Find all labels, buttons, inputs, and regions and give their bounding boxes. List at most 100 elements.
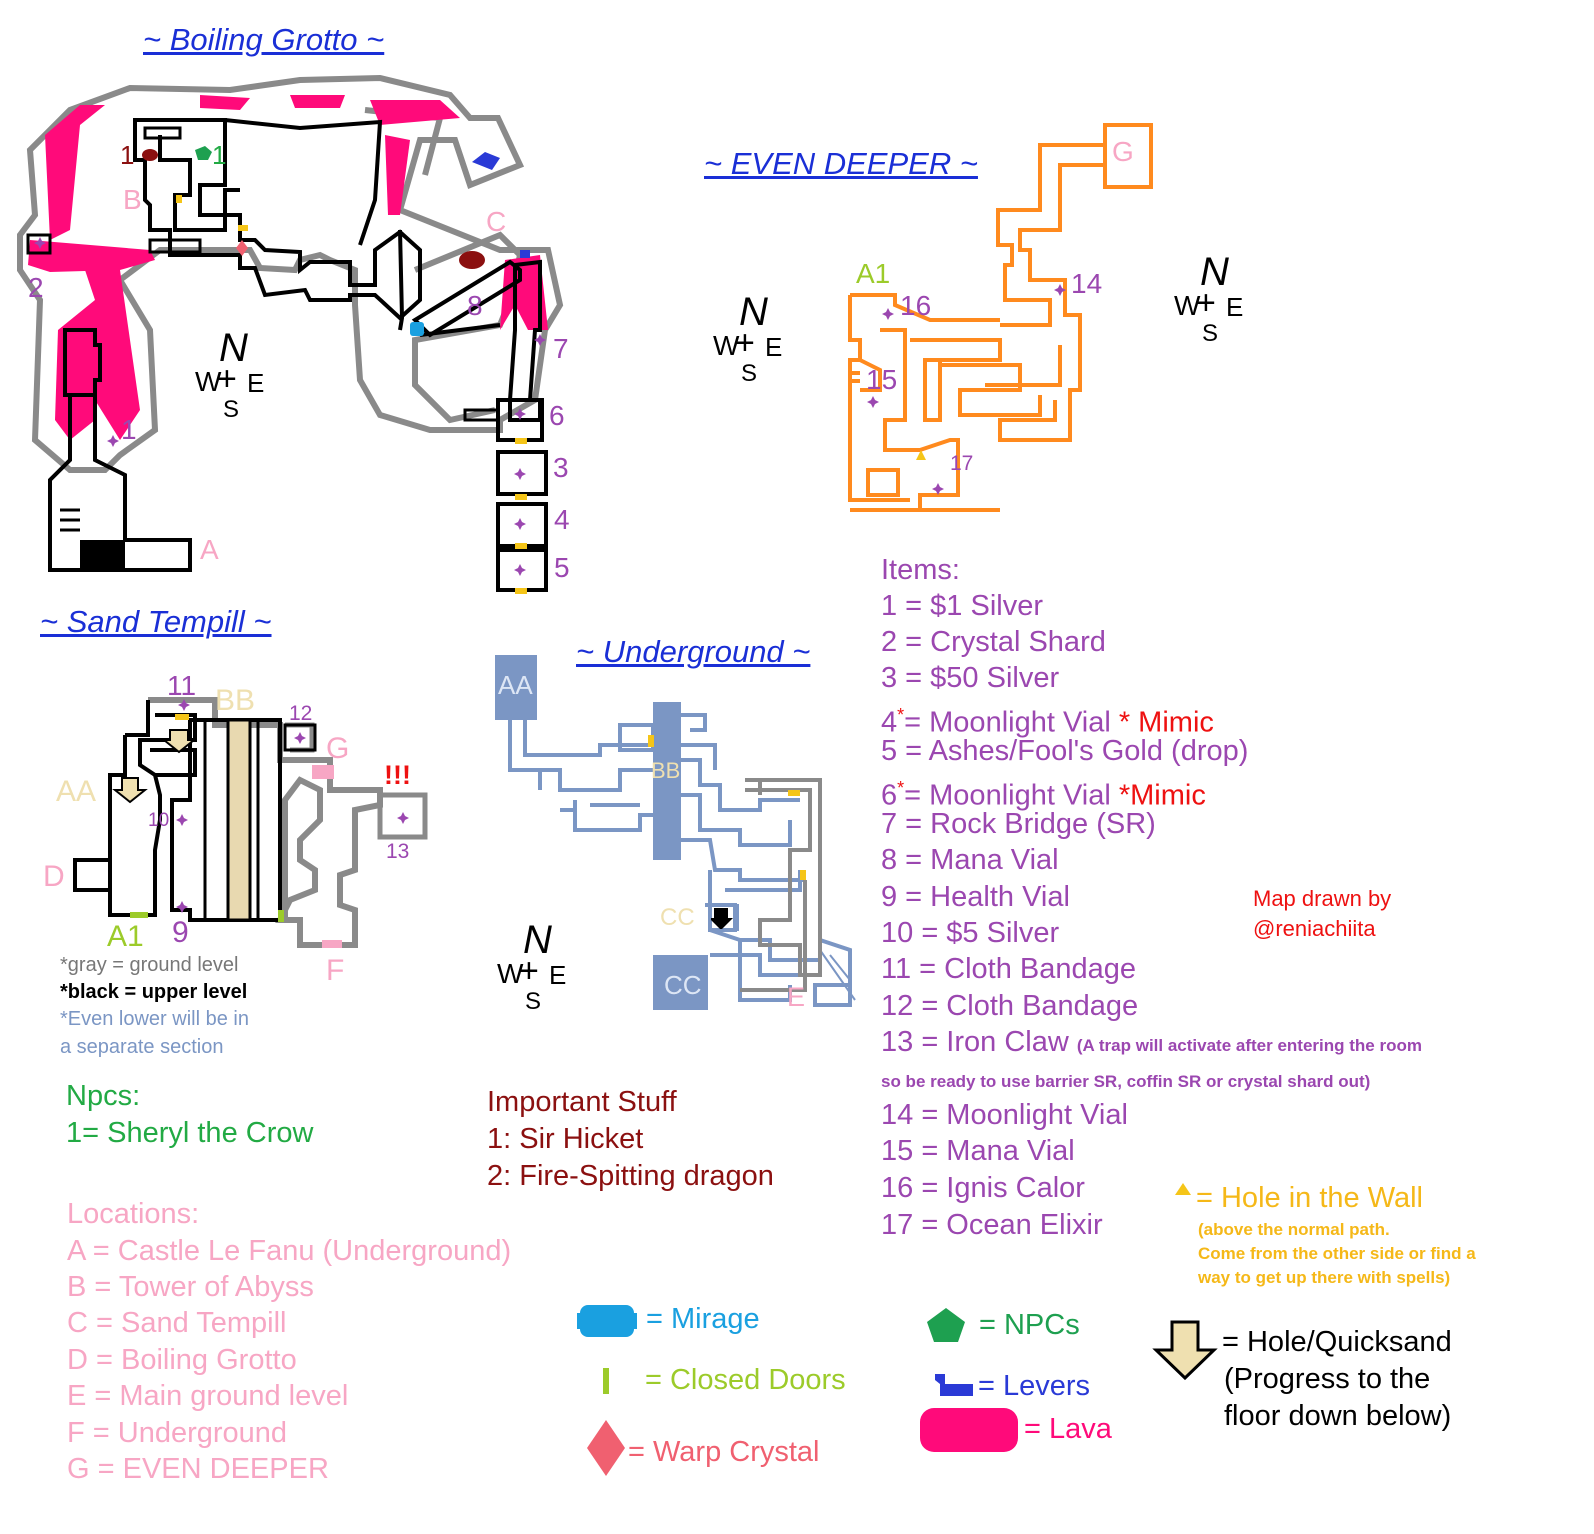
- map-label: 13: [386, 840, 410, 863]
- map-label: F: [326, 954, 345, 987]
- item-text: = Moonlight Vial: [904, 706, 1111, 739]
- items-heading: Items:: [881, 554, 960, 586]
- map-label: 6: [549, 400, 565, 431]
- legend-warp: = Warp Crystal: [628, 1436, 820, 1468]
- map-label: 5: [554, 552, 570, 583]
- item-entry: 17 = Ocean Elixir: [881, 1209, 1103, 1241]
- map-label: !!!: [384, 760, 411, 790]
- legend-doors: = Closed Doors: [645, 1364, 846, 1396]
- map-label: CC: [664, 970, 702, 1000]
- compass-w: W: [1174, 290, 1201, 321]
- hole-label: = Hole in the Wall: [1196, 1182, 1424, 1214]
- map-label: 1: [121, 414, 137, 445]
- note-lower-2: a separate section: [60, 1036, 224, 1058]
- map-label: 2: [28, 272, 44, 303]
- map-label: 10: [148, 810, 170, 831]
- compass-e: E: [1226, 292, 1244, 322]
- legend-quicksand: = Hole/Quicksand: [1222, 1326, 1452, 1358]
- note-lower-1: *Even lower will be in: [60, 1008, 249, 1030]
- even-deeper-marks: [867, 284, 1066, 495]
- compass-boiling: N W + E S: [195, 326, 265, 423]
- map-label: 16: [900, 290, 932, 321]
- title-even-deeper: ~ EVEN DEEPER ~: [704, 146, 978, 181]
- compass-w: W: [497, 958, 524, 989]
- compass-underground: N W + E S: [497, 918, 567, 1015]
- legend-mirage: = Mirage: [646, 1303, 760, 1335]
- map-label: 1: [212, 140, 227, 170]
- map-label: CC: [660, 904, 695, 931]
- compass-n: N: [1200, 250, 1229, 294]
- compass-n: N: [219, 326, 248, 370]
- item-text: 13 = Iron Claw: [881, 1026, 1069, 1058]
- compass-w: W: [713, 330, 740, 361]
- note-black: *black = upper level: [60, 981, 248, 1003]
- item-text: = Moonlight Vial: [904, 779, 1119, 812]
- compass-n: N: [523, 918, 552, 962]
- compass-s: S: [1202, 320, 1219, 347]
- important-item: 1: Sir Hicket: [487, 1123, 644, 1155]
- item-entry: 1 = $1 Silver: [881, 590, 1044, 622]
- map-label: A1: [856, 258, 891, 289]
- underground-map: [495, 655, 856, 1010]
- item-entry: 3 = $50 Silver: [881, 662, 1060, 694]
- map-label: G: [1112, 136, 1134, 167]
- map-label: 12: [289, 702, 313, 725]
- credit-line-2: @reniachiita: [1253, 916, 1376, 941]
- compass-deeper-left: N W + E S: [713, 290, 783, 387]
- item-star: *: [897, 705, 905, 725]
- map-label: 11: [167, 670, 197, 701]
- title-underground: ~ Underground ~: [576, 634, 811, 669]
- map-label: 4: [554, 504, 570, 535]
- item-entry: 11 = Cloth Bandage: [881, 953, 1137, 985]
- compass-s: S: [741, 360, 758, 387]
- map-label: G: [326, 732, 350, 765]
- item-mimic: * Mimic: [1118, 706, 1214, 739]
- compass-s: S: [525, 988, 542, 1015]
- item-number: 4: [881, 706, 898, 739]
- note-gray: *gray = ground level: [60, 954, 239, 976]
- legend-quicksand-note: floor down below): [1224, 1400, 1452, 1432]
- sand-tempill-map: [73, 697, 428, 948]
- location-item: G = EVEN DEEPER: [67, 1453, 329, 1485]
- locations-heading: Locations:: [67, 1198, 200, 1230]
- legend-npcs: = NPCs: [979, 1309, 1080, 1341]
- item-entry: 16 = Ignis Calor: [881, 1172, 1085, 1204]
- important-heading: Important Stuff: [487, 1086, 677, 1118]
- title-sand-tempill: ~ Sand Tempill ~: [40, 604, 272, 639]
- important-item: 2: Fire-Spitting dragon: [487, 1160, 774, 1192]
- boiling-grotto-map: [17, 74, 564, 594]
- item-entry-13: 13 = Iron Claw (A trap will activate aft…: [881, 1024, 1422, 1064]
- map-label: 9: [172, 916, 189, 949]
- credit-line-1: Map drawn by: [1253, 886, 1392, 911]
- location-item: D = Boiling Grotto: [67, 1344, 297, 1376]
- even-deeper-map: [848, 123, 1153, 512]
- location-item: C = Sand Tempill: [67, 1307, 287, 1339]
- map-label: BB: [215, 684, 256, 717]
- legend-levers: = Levers: [978, 1370, 1091, 1402]
- item-entry: 8 = Mana Vial: [881, 844, 1059, 876]
- legend-quicksand-note: (Progress to the: [1224, 1363, 1431, 1395]
- title-boiling-grotto: ~ Boiling Grotto ~: [143, 22, 385, 57]
- item-entry: 15 = Mana Vial: [881, 1135, 1075, 1167]
- map-label: 15: [866, 364, 898, 395]
- compass-s: S: [223, 396, 240, 423]
- map-label: 7: [553, 333, 569, 364]
- item-number: 6: [881, 779, 898, 812]
- item-entry: 9 = Health Vial: [881, 881, 1070, 913]
- item-note: so be ready to use barrier SR, coffin SR…: [881, 1072, 1371, 1091]
- compass-n: N: [739, 290, 768, 334]
- legend-icons: [577, 1183, 1218, 1476]
- compass-deeper-right: N W + E S: [1174, 250, 1244, 347]
- map-label: 14: [1071, 268, 1103, 299]
- map-label: AA: [498, 670, 533, 700]
- location-item: F = Underground: [67, 1417, 288, 1449]
- item-entry-4: 4*= Moonlight Vial * Mimic: [881, 697, 1214, 742]
- compass-w: W: [195, 366, 222, 397]
- location-item: B = Tower of Abyss: [67, 1271, 314, 1303]
- map-label: A: [200, 534, 219, 565]
- legend-lava: = Lava: [1024, 1413, 1112, 1445]
- map-label: AA: [56, 775, 97, 808]
- item-note: (A trap will activate after entering the…: [1076, 1036, 1422, 1055]
- npcs-item: 1= Sheryl the Crow: [66, 1117, 314, 1149]
